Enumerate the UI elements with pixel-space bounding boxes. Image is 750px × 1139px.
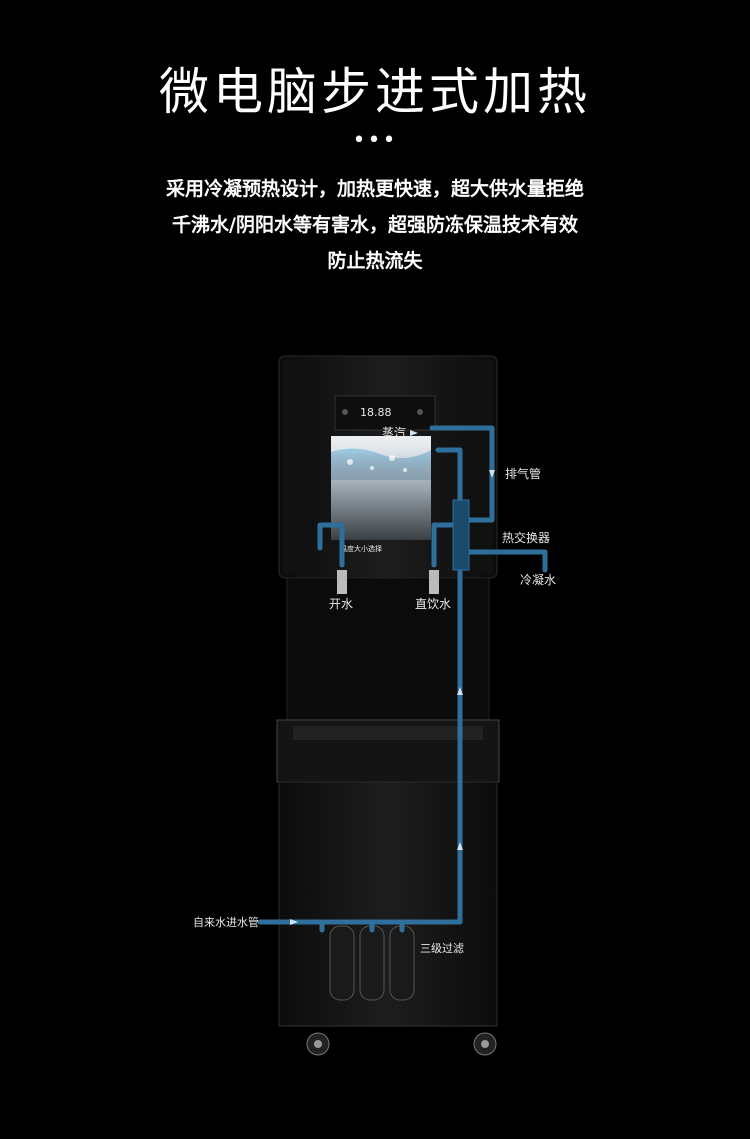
filter-pipe: [319, 919, 405, 933]
base-cabinet: [278, 781, 498, 1027]
page-title: 微电脑步进式加热: [159, 63, 591, 121]
label-drinking-water: 直饮水: [415, 597, 451, 611]
description-line: 采用冷凝预热设计，加热更快速，超大供水量拒绝: [165, 178, 584, 200]
label-exhaust-pipe: 排气管: [505, 466, 541, 481]
description-line: 千沸水/阴阳水等有害水，超强防冻保温技术有效: [172, 214, 578, 236]
water-dispenser-diagram: 18.88 温度大小选择: [193, 355, 556, 1056]
flow-arrows: [290, 430, 495, 925]
description-line: 防止热流失: [327, 250, 423, 272]
heat-exchanger: [452, 499, 470, 571]
panel-display: 18.88: [360, 406, 392, 419]
drinking-water-faucet: [429, 570, 439, 594]
filter-cartridges: [329, 925, 415, 1001]
boiled-water-faucet: [337, 570, 347, 594]
label-three-stage-filter: 三级过滤: [420, 942, 464, 955]
water-tank: 温度大小选择: [331, 436, 431, 553]
label-boiled-water: 开水: [329, 597, 353, 611]
wheels: [306, 1032, 497, 1056]
label-heat-exchanger: 热交换器: [502, 530, 550, 545]
title-divider-dots: •••: [352, 128, 398, 153]
label-steam: 蒸汽: [382, 425, 406, 440]
dispense-section: [286, 570, 490, 721]
drinking-water-pipe: [431, 522, 458, 568]
pipes: [257, 425, 548, 933]
label-tap-water-inlet: 自来水进水管: [193, 915, 259, 929]
boiled-water-pipe: [317, 522, 345, 568]
tap-water-pipe: [257, 547, 463, 925]
label-condensed-water: 冷凝水: [520, 572, 556, 587]
condensed-water-pipe: [467, 549, 548, 573]
drip-tray: [276, 719, 500, 783]
description: 采用冷凝预热设计，加热更快速，超大供水量拒绝 千沸水/阴阳水等有害水，超强防冻保…: [0, 171, 750, 279]
control-panel: 18.88: [334, 395, 436, 431]
exchanger-to-tank-pipe: [435, 447, 463, 523]
panel-caption: 温度大小选择: [340, 544, 382, 553]
